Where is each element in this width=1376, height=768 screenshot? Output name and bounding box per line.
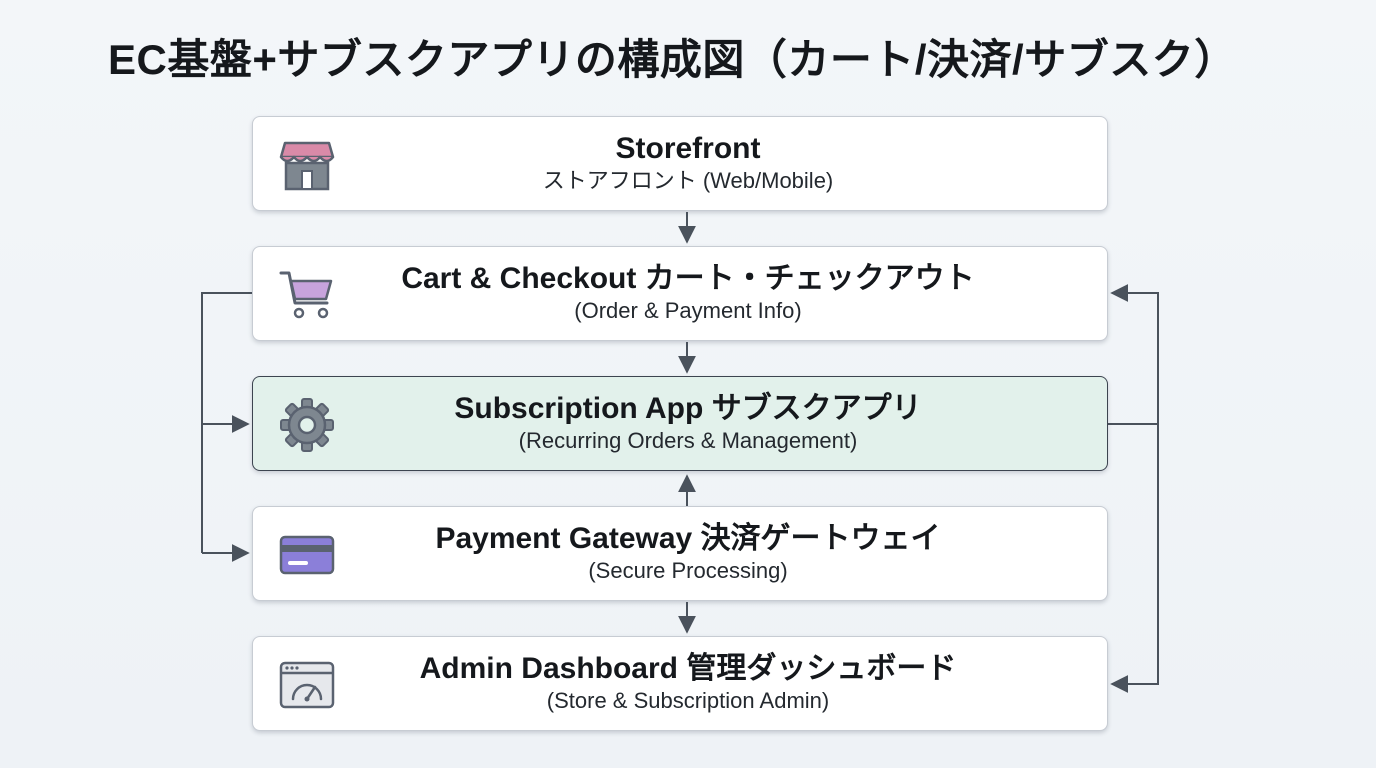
credit-card-icon	[277, 527, 337, 583]
node-subtitle: (Recurring Orders & Management)	[518, 428, 858, 453]
store-icon	[277, 137, 337, 193]
edge-subscription-right-to-cart	[1110, 284, 1159, 424]
node-subscription-app: Subscription App サブスクアプリ (Recurring Orde…	[252, 376, 1108, 471]
node-storefront: Storefront ストアフロント (Web/Mobile)	[252, 116, 1108, 211]
dashboard-icon	[277, 657, 337, 713]
gear-icon	[277, 397, 337, 453]
node-title: Admin Dashboard 管理ダッシュボード	[419, 652, 957, 685]
node-title: Subscription App サブスクアプリ	[454, 392, 922, 425]
node-payment-gateway: Payment Gateway 決済ゲートウェイ (Secure Process…	[252, 506, 1108, 601]
node-label: Subscription App サブスクアプリ (Recurring Orde…	[373, 391, 1003, 455]
diagram-title: EC基盤+サブスクアプリの構成図（カート/決済/サブスク）	[108, 36, 1237, 83]
node-admin-dashboard: Admin Dashboard 管理ダッシュボード (Store & Subsc…	[252, 636, 1108, 731]
node-title: Payment Gateway 決済ゲートウェイ	[435, 522, 941, 555]
node-title: Cart & Checkout カート・チェックアウト	[401, 262, 975, 295]
node-label: Storefront ストアフロント (Web/Mobile)	[433, 131, 943, 195]
node-cart-checkout: Cart & Checkout カート・チェックアウト (Order & Pay…	[252, 246, 1108, 341]
node-subtitle: (Secure Processing)	[588, 558, 788, 583]
edge-cart-left-trunk	[201, 292, 252, 553]
edge-subscription-right-to-admin	[1110, 424, 1159, 693]
node-label: Admin Dashboard 管理ダッシュボード (Store & Subsc…	[373, 651, 1003, 715]
node-subtitle: (Store & Subscription Admin)	[546, 688, 830, 713]
node-label: Cart & Checkout カート・チェックアウト (Order & Pay…	[373, 261, 1003, 325]
cart-icon	[277, 267, 337, 323]
node-subtitle: ストアフロント (Web/Mobile)	[542, 168, 834, 193]
node-label: Payment Gateway 決済ゲートウェイ (Secure Process…	[373, 521, 1003, 585]
node-subtitle: (Order & Payment Info)	[574, 298, 802, 323]
node-title: Storefront	[615, 132, 761, 165]
